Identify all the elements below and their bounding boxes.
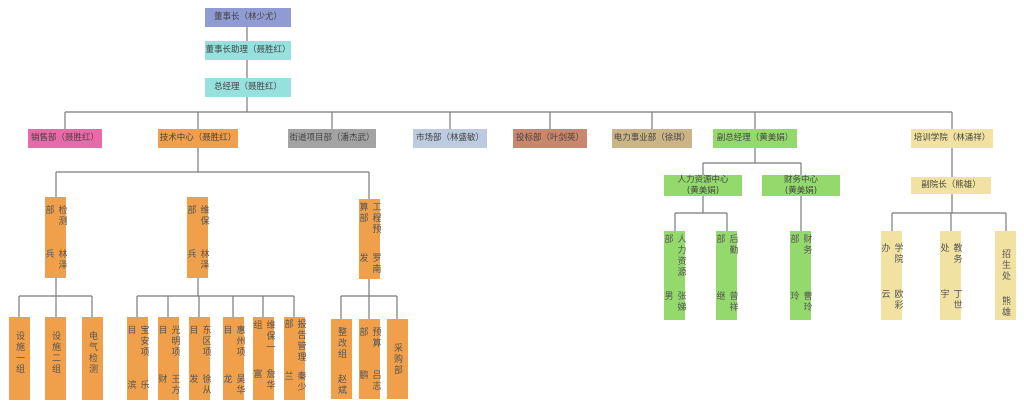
unit-title: 检测部 [43,205,67,227]
team-title: 后勤部 [714,234,738,256]
team-title: 电气检测 [87,331,97,375]
team-head: 曾祥继 [714,291,738,313]
dept-power[interactable]: 电力事业部（徐琪） [612,129,692,148]
team-college-office[interactable]: 学院办欧彩云 [879,231,903,320]
team-head: 欧彩云 [879,288,903,311]
team-admissions[interactable]: 招生处熊雄 [995,231,1016,320]
team-title: 光明项目 [156,325,180,358]
unit-maintenance[interactable]: 维保部林泽兵 [185,197,209,278]
team-title: 招生处 [1000,249,1010,282]
unit-testing[interactable]: 检测部林泽兵 [43,197,67,278]
team-title: 惠州项目 [221,325,245,358]
team-title: 维保一组 [251,320,275,353]
team-head: 吕志鹏 [357,370,381,392]
unit-head: (黄美娟) [686,185,720,196]
team-head: 丁世宇 [938,288,962,311]
dept-street-project[interactable]: 街道项目部（潘杰武） [288,129,376,148]
unit-head: 罗南发 [357,253,381,276]
team-head: 张娣男 [662,290,686,313]
team-title: 设施二组 [50,331,60,375]
team-finance-dept[interactable]: 财务部曹玲玲 [788,231,812,320]
team-procurement[interactable]: 采购部 [387,319,408,399]
team-report-management[interactable]: 报告管理部秦少兰 [282,317,306,400]
team-title: 采购部 [392,343,402,376]
unit-title: 人力资源中心 [677,174,729,185]
team-title: 报告管理部 [282,319,306,363]
team-title: 预算部 [357,327,381,349]
team-baoan-project[interactable]: 宝安项目乐滨 [125,317,149,400]
team-east-project[interactable]: 东区项目徐从发 [187,317,211,400]
team-head: 曹玲玲 [788,291,812,313]
team-electrical-testing[interactable]: 电气检测 [82,317,103,400]
team-head: 乐滨 [125,379,149,391]
team-title: 财务部 [788,234,812,256]
chairman-box[interactable]: 董事长（林少尤） [205,8,291,27]
dept-deputy-gm[interactable]: 副总经理（黄美娟） [713,129,797,148]
team-title: 设施一组 [14,331,24,375]
team-title: 整改组 [336,327,346,360]
unit-hr-center[interactable]: 人力资源中心(黄美娟) [664,175,742,196]
team-title: 东区项目 [187,325,211,358]
unit-title: 工程预算部 [357,202,381,235]
team-facility-2[interactable]: 设施二组 [45,317,66,400]
team-guangming-project[interactable]: 光明项目王方财 [156,317,180,400]
chairman-assistant-box[interactable]: 董事长助理（聂胜红） [205,41,291,60]
team-head: 詹华富 [251,369,275,392]
unit-head: 林泽兵 [43,248,67,271]
unit-finance-center[interactable]: 财务中心(黄美娟) [762,175,840,196]
team-head: 吴华龙 [221,373,245,396]
team-head: 王方财 [156,373,180,396]
team-huizhou-project[interactable]: 惠州项目吴华龙 [221,317,245,400]
unit-head: 林泽兵 [185,248,209,271]
team-title: 学院办 [879,243,903,265]
dept-bidding[interactable]: 投标部（叶剑英） [513,129,587,148]
dept-sales[interactable]: 销售部（聂胜红） [28,129,102,148]
team-head: 熊雄 [1000,296,1010,318]
team-rectification[interactable]: 整改组赵斌 [331,319,352,399]
team-title: 宝安项目 [125,325,149,358]
team-budget[interactable]: 预算部吕志鹏 [357,319,381,399]
team-title: 人力资源部 [662,234,686,278]
team-head: 秦少兰 [282,371,306,394]
team-logistics[interactable]: 后勤部曾祥继 [714,231,738,320]
team-hr-dept[interactable]: 人力资源部张娣男 [662,231,686,320]
team-facility-1[interactable]: 设施一组 [9,317,30,400]
unit-title: 财务中心 [783,174,818,185]
team-head: 赵斌 [336,374,346,396]
dept-tech-center[interactable]: 技术中心（聂胜红） [158,129,238,148]
vice-dean-box[interactable]: 副院长（熊雄） [911,177,991,194]
unit-title: 维保部 [185,205,209,227]
team-maintenance-1[interactable]: 维保一组詹华富 [251,317,275,400]
team-academic-affairs[interactable]: 教务处丁世宇 [938,231,962,320]
unit-head: (黄美娟) [784,185,818,196]
team-head: 徐从发 [187,373,211,396]
general-manager-box[interactable]: 总经理（聂胜红） [205,78,291,97]
team-title: 教务处 [938,243,962,265]
dept-training[interactable]: 培训学院（林涌祥） [911,129,993,148]
dept-market[interactable]: 市场部（林盛敏） [413,129,487,148]
unit-engineering-budget[interactable]: 工程预算部罗南发 [357,199,381,279]
